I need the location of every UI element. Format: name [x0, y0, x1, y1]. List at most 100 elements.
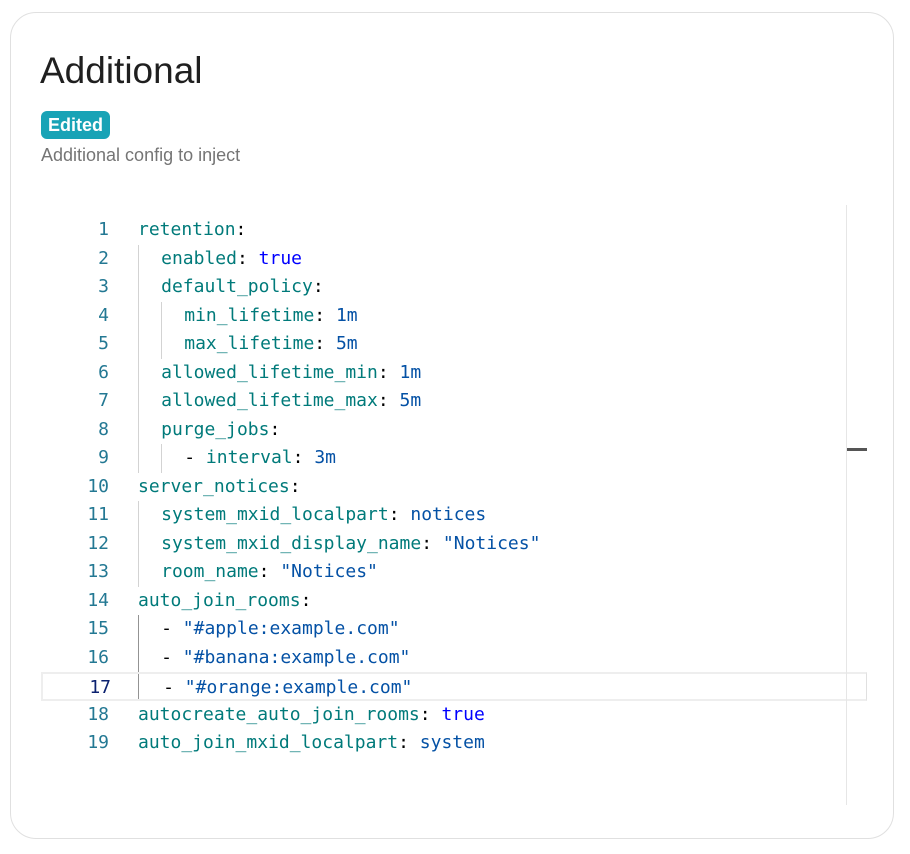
code-line[interactable]: 12 system_mxid_display_name: "Notices"	[41, 530, 867, 559]
token-punct: :	[314, 333, 336, 354]
code-line[interactable]: 16 - "#banana:example.com"	[41, 644, 867, 673]
code-line[interactable]: 3 default_policy:	[41, 273, 867, 302]
editor-scrollbar[interactable]	[846, 205, 867, 805]
code-line[interactable]: 13 room_name: "Notices"	[41, 558, 867, 587]
token-punct: :	[419, 703, 442, 725]
line-number: 15	[87, 618, 109, 639]
code-text[interactable]: allowed_lifetime_max: 5m	[161, 387, 421, 416]
token-punct: :	[258, 561, 281, 582]
token-key: min_lifetime	[184, 304, 315, 326]
indent-guide	[161, 444, 163, 473]
token-key: auto_join_rooms	[138, 589, 301, 611]
code-line[interactable]: 5 max_lifetime: 5m	[41, 330, 867, 359]
code-text[interactable]: auto_join_mxid_localpart: system	[138, 729, 485, 758]
line-number: 6	[98, 361, 109, 383]
token-punct: :	[312, 276, 324, 297]
code-line[interactable]: 17 - "#orange:example.com"	[41, 672, 867, 701]
code-text[interactable]: min_lifetime: 1m	[184, 302, 357, 331]
token-str: "#orange:example.com"	[184, 677, 413, 698]
line-number: 8	[98, 418, 109, 440]
code-text[interactable]: room_name: "Notices"	[161, 558, 378, 587]
line-number: 5	[98, 333, 109, 354]
code-line[interactable]: 18 autocreate_auto_join_rooms: true	[41, 701, 867, 730]
token-punct: :	[377, 390, 400, 411]
line-number: 13	[87, 561, 109, 582]
token-punct: :	[377, 361, 400, 383]
code-line[interactable]: 14 auto_join_rooms:	[41, 587, 867, 616]
token-val: 1m	[399, 361, 422, 383]
code-text[interactable]: allowed_lifetime_min: 1m	[161, 359, 421, 388]
code-text[interactable]: purge_jobs:	[161, 416, 280, 445]
line-number: 10	[87, 475, 109, 497]
code-text[interactable]: retention:	[138, 216, 246, 245]
line-number: 1	[98, 219, 109, 240]
code-text[interactable]: system_mxid_localpart: notices	[161, 501, 486, 530]
token-key: allowed_lifetime_max	[161, 390, 378, 411]
code-line[interactable]: 9- interval: 3m	[41, 444, 867, 473]
code-text[interactable]: autocreate_auto_join_rooms: true	[138, 701, 485, 730]
code-line[interactable]: 7 allowed_lifetime_max: 5m	[41, 387, 867, 416]
line-number: 3	[98, 276, 109, 297]
token-val: notices	[410, 504, 487, 525]
code-text[interactable]: - "#banana:example.com"	[161, 644, 410, 673]
token-punct: -	[163, 677, 185, 698]
token-punct: :	[388, 504, 411, 525]
indent-guide	[161, 301, 163, 359]
code-text[interactable]: default_policy:	[161, 273, 324, 302]
token-punct: :	[236, 247, 259, 269]
token-val: 3m	[314, 447, 336, 468]
token-str: "#banana:example.com"	[182, 646, 411, 668]
code-text[interactable]: max_lifetime: 5m	[184, 330, 357, 359]
code-text[interactable]: system_mxid_display_name: "Notices"	[161, 530, 540, 559]
code-text[interactable]: - "#apple:example.com"	[161, 615, 399, 644]
token-punct: -	[161, 618, 183, 639]
code-line[interactable]: 8 purge_jobs:	[41, 416, 867, 445]
indent-guide	[138, 244, 139, 473]
section-description: Additional config to inject	[41, 145, 241, 165]
line-number: 2	[98, 247, 109, 269]
token-punct: :	[314, 304, 336, 326]
token-punct: :	[235, 219, 247, 240]
token-str: "Notices"	[442, 532, 541, 554]
edited-badge: Edited	[41, 111, 111, 139]
code-line[interactable]: 10 server_notices:	[41, 473, 867, 502]
token-str: "#apple:example.com"	[182, 618, 400, 639]
token-punct: :	[300, 589, 312, 611]
token-val: 5m	[399, 390, 422, 411]
token-punct: :	[398, 732, 420, 753]
indent-guide	[138, 501, 139, 587]
token-punct: :	[292, 447, 315, 468]
token-punct: :	[269, 418, 281, 440]
token-val: 5m	[335, 333, 358, 354]
code-line[interactable]: 6 allowed_lifetime_min: 1m	[41, 359, 867, 388]
token-val: 1m	[335, 304, 358, 326]
line-number: 16	[87, 646, 109, 668]
code-text[interactable]: - "#orange:example.com"	[163, 674, 412, 703]
scrollbar-cursor-marker	[847, 448, 867, 451]
token-key: server_notices	[138, 475, 290, 497]
line-number: 18	[87, 703, 109, 725]
token-str: "Notices"	[280, 561, 378, 582]
code-text[interactable]: enabled: true	[161, 245, 302, 274]
line-number: 11	[87, 504, 109, 525]
line-number: 12	[87, 532, 109, 554]
yaml-code-editor[interactable]: 1 retention: 2 enabled: true 3 default_policy…	[41, 203, 867, 805]
token-key: max_lifetime	[184, 333, 315, 354]
code-line[interactable]: 2 enabled: true	[41, 245, 867, 274]
additional-config-card: Additional Edited Additional config to i…	[10, 12, 894, 839]
line-number: 14	[87, 589, 109, 611]
code-line[interactable]: 19 auto_join_mxid_localpart: system	[41, 729, 867, 758]
code-line[interactable]: 15 - "#apple:example.com"	[41, 615, 867, 644]
token-punct: :	[421, 532, 443, 554]
code-text[interactable]: server_notices:	[138, 473, 301, 502]
code-text[interactable]: auto_join_rooms:	[138, 587, 311, 616]
code-text[interactable]: - interval: 3m	[184, 444, 336, 473]
token-bool: true	[441, 703, 485, 725]
code-line[interactable]: 11 system_mxid_localpart: notices	[41, 501, 867, 530]
code-line[interactable]: 1 retention:	[41, 216, 867, 245]
line-number: 7	[98, 390, 109, 411]
line-number: 17	[89, 677, 111, 698]
token-key: enabled	[161, 247, 237, 269]
line-number: 19	[87, 732, 109, 753]
